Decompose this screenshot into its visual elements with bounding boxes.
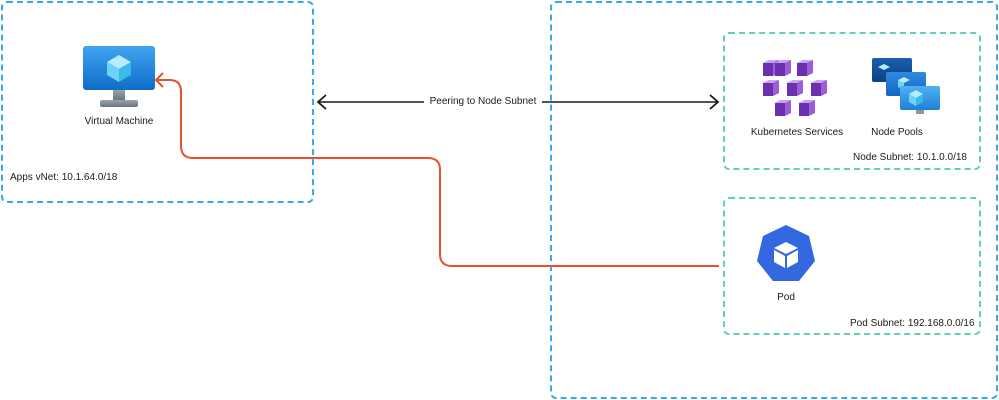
virtual-machine-label: Virtual Machine: [84, 116, 154, 127]
node-pools-label: Node Pools: [871, 127, 923, 138]
peering-label: Peering to Node Subnet: [429, 96, 537, 107]
peering-arrow: [316, 94, 720, 110]
kubernetes-services-label: Kubernetes Services: [750, 127, 844, 138]
apps-vnet-box: [1, 1, 314, 203]
pod-to-vm-route: [157, 79, 719, 267]
pod-subnet-label: Pod Subnet: 192.168.0.0/16: [850, 318, 975, 329]
aks-vnet-box: [550, 1, 998, 399]
pod-icon: [755, 224, 817, 291]
kubernetes-services-icon: [763, 60, 831, 127]
pod-subnet-box: [723, 197, 981, 335]
apps-vnet-label: Apps vNet: 10.1.64.0/18: [10, 172, 118, 183]
node-pools-icon: [872, 58, 940, 121]
node-subnet-label: Node Subnet: 10.1.0.0/18: [853, 152, 967, 163]
pod-label: Pod: [777, 292, 795, 303]
node-subnet-box: [723, 32, 981, 170]
virtual-machine-icon: [83, 46, 155, 115]
